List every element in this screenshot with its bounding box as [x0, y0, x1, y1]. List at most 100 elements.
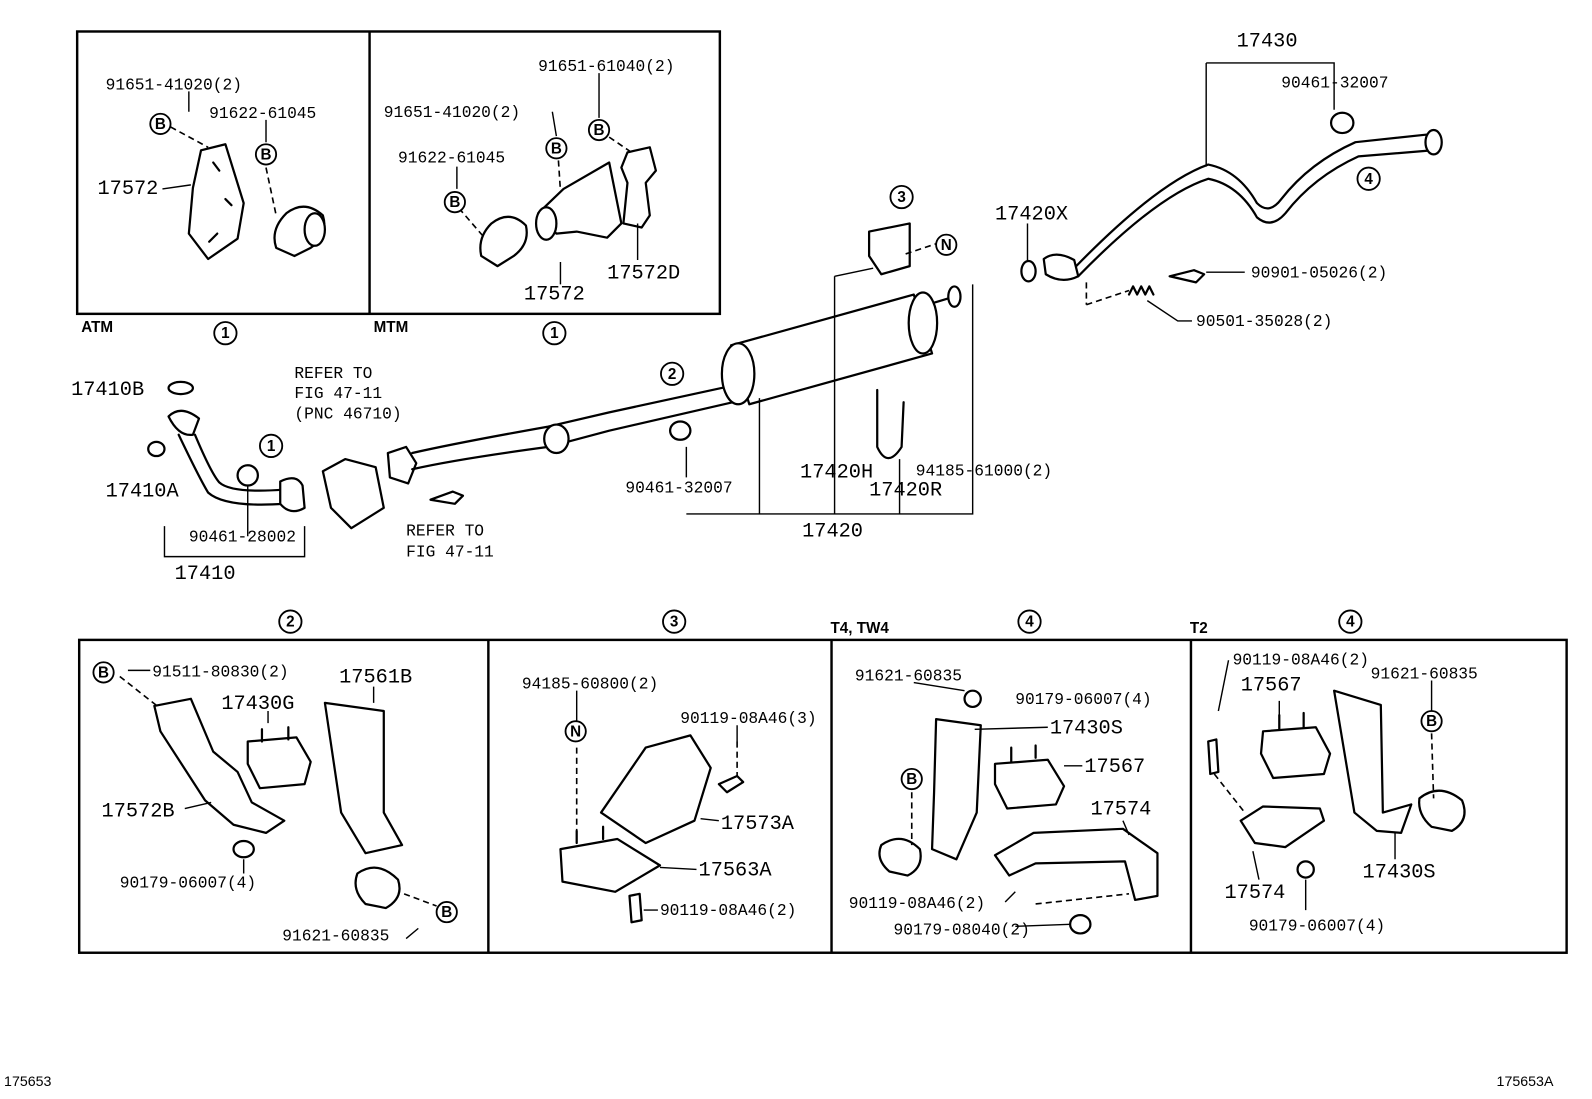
- label-17430g: 17430G: [221, 693, 294, 716]
- label-17572-b: 17572: [524, 284, 585, 307]
- mount-detail-boxes: [77, 638, 1568, 954]
- muffler-clamp-90461-32007: [668, 420, 692, 441]
- center-pipe-17420: [411, 384, 735, 471]
- tag-b-7: B: [435, 901, 458, 924]
- label-17430s-b: 17430S: [1363, 862, 1436, 885]
- svg-text:N: N: [570, 723, 581, 740]
- bracket-17572B: [153, 697, 286, 835]
- svg-text:4: 4: [1025, 614, 1034, 631]
- label-17410: 17410: [175, 563, 236, 586]
- mtm-dash-2: [557, 160, 562, 192]
- box4b-dash-2: [1430, 733, 1435, 799]
- mtm-dash-1: [458, 207, 486, 240]
- box2-dash-2: [403, 893, 437, 907]
- converter-bracket: [321, 445, 418, 530]
- label-17572b: 17572B: [102, 801, 175, 824]
- callout-3-hanger: 3: [889, 184, 914, 210]
- svg-text:3: 3: [670, 614, 678, 631]
- tag-n-1: N: [935, 233, 958, 256]
- label-90119-08a46-2c: 90119-08A46(2): [1233, 650, 1369, 669]
- drawing-code-right: 175653A: [1497, 1074, 1554, 1090]
- svg-text:4: 4: [1346, 614, 1355, 631]
- label-refer2-l2: FIG 47-11: [406, 543, 494, 562]
- label-90179-08040: 90179-08040(2): [893, 920, 1029, 939]
- mtm-bracket-17572D: [620, 146, 658, 229]
- label-91651-41020-b: 91651-41020(2): [384, 103, 520, 122]
- label-17410a: 17410A: [106, 481, 180, 504]
- nut-90179-box2: [232, 839, 255, 859]
- label-17420r: 17420R: [869, 480, 942, 503]
- label-atm: ATM: [81, 319, 113, 336]
- svg-text:1: 1: [267, 438, 276, 455]
- callout-3-box: 3: [662, 609, 687, 634]
- callout-1-mtm: 1: [542, 321, 567, 346]
- callout-2-pipe: 2: [660, 361, 685, 386]
- label-91651-41020-a: 91651-41020(2): [106, 75, 242, 94]
- label-17574-a: 17574: [1090, 799, 1151, 822]
- label-94185-60800: 94185-60800(2): [522, 675, 658, 694]
- label-91622-61045-a: 91622-61045: [209, 104, 316, 123]
- label-90179-06007-b: 90179-06007(4): [1015, 690, 1151, 709]
- tag-b-9: B: [1420, 710, 1443, 733]
- label-91621-60835-a: 91621-60835: [282, 927, 389, 946]
- label-17567-a: 17567: [1084, 756, 1145, 779]
- front-pipe-17410: [167, 409, 306, 513]
- box4b-dash-1: [1213, 773, 1246, 814]
- atm-dash-1: [170, 126, 209, 148]
- svg-text:B: B: [155, 116, 166, 133]
- mtm-dash-3: [608, 136, 632, 154]
- svg-text:B: B: [98, 664, 109, 681]
- bracket-inset-box: [75, 30, 722, 316]
- svg-text:B: B: [1426, 713, 1437, 730]
- tag-b-1: B: [149, 112, 172, 135]
- label-91621-60835-b: 91621-60835: [855, 667, 962, 686]
- atm-bracket-17572: [187, 143, 245, 261]
- label-17572-a: 17572: [97, 178, 158, 201]
- svg-text:2: 2: [668, 366, 676, 383]
- tag-b-8: B: [900, 767, 923, 791]
- callout-4-box-b: 4: [1338, 609, 1363, 634]
- box4a-dash-2: [1035, 893, 1130, 905]
- muffler: [720, 285, 962, 406]
- label-94185-61000: 94185-61000(2): [916, 461, 1052, 480]
- label-90461-28002: 90461-28002: [189, 527, 296, 546]
- label-17561b: 17561B: [339, 667, 412, 690]
- insulator-17430G: [246, 726, 312, 790]
- nut-17410A: [147, 440, 166, 458]
- svg-text:2: 2: [286, 614, 294, 631]
- hanger-17430S-b: [1332, 689, 1413, 835]
- label-17572d: 17572D: [607, 262, 680, 285]
- spring-90501: [1127, 285, 1155, 296]
- callout-4-box-a: 4: [1017, 609, 1042, 634]
- callout-1-atm: 1: [213, 321, 238, 346]
- label-refer1-l1: REFER TO: [294, 364, 372, 383]
- insulator-17567-b: [1259, 711, 1332, 780]
- svg-text:B: B: [261, 146, 272, 163]
- clamp-90461-28002: [236, 464, 260, 487]
- tag-b-3: B: [545, 137, 568, 160]
- label-17430s-a: 17430S: [1050, 717, 1123, 740]
- label-17574-b: 17574: [1224, 882, 1285, 905]
- label-t4-tw4: T4, TW4: [831, 620, 890, 637]
- label-90901-05026: 90901-05026(2): [1251, 263, 1387, 282]
- svg-text:B: B: [449, 194, 460, 211]
- bolt-90119-box3-b: [628, 892, 643, 924]
- svg-text:B: B: [551, 140, 562, 157]
- tail-dash-2: [1086, 289, 1130, 306]
- label-17567-b: 17567: [1241, 675, 1302, 698]
- svg-text:N: N: [941, 237, 952, 254]
- part-labels: 17430 90461-32007 17420X 90901-05026(2) …: [4, 31, 1554, 1090]
- label-90179-06007-c: 90179-06007(4): [1249, 916, 1385, 935]
- label-90179-06007-a: 90179-06007(4): [120, 874, 256, 893]
- bolt-90119-box4b: [1207, 738, 1220, 776]
- bracket-17574-a: [993, 827, 1159, 902]
- label-refer1-l3: (PNC 46710): [294, 404, 401, 423]
- mtm-bracket-17572: [534, 161, 623, 241]
- svg-text:B: B: [594, 122, 605, 139]
- hanger-17430S-a: [930, 718, 982, 861]
- bracket-17574-b: [1239, 805, 1326, 849]
- label-91621-60835-c: 91621-60835: [1371, 664, 1478, 683]
- label-refer1-l2: FIG 47-11: [294, 384, 382, 403]
- hanger-bracket-3: [867, 222, 911, 276]
